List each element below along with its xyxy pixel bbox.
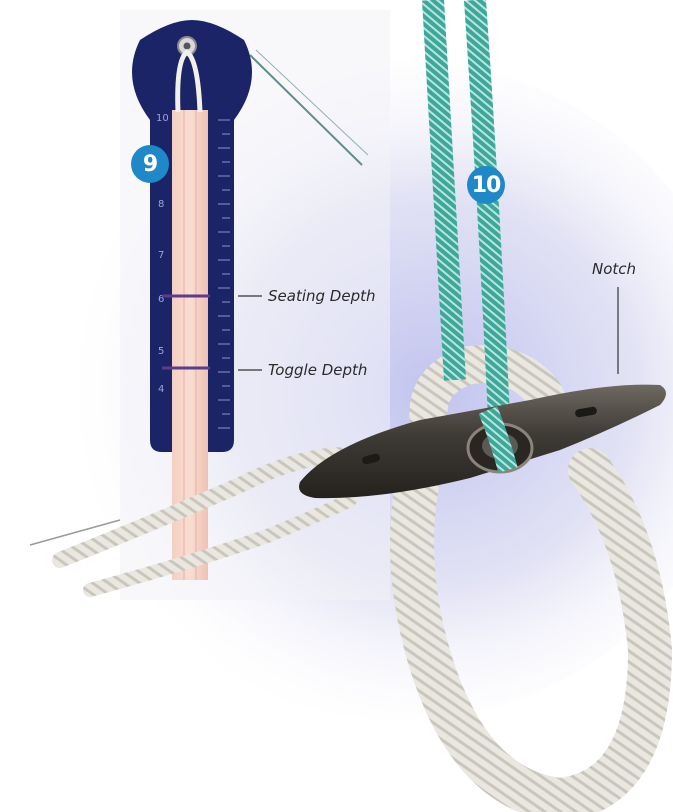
- notch-label: Notch: [592, 260, 636, 278]
- scale-label: 8: [158, 199, 164, 210]
- toggle-depth-label: Toggle Depth: [268, 361, 367, 379]
- scale-label: 7: [158, 250, 164, 261]
- scale-label: 5: [158, 346, 164, 357]
- step-9-badge: 9: [131, 145, 169, 183]
- scale-label: 10: [156, 113, 169, 124]
- seating-depth-label: Seating Depth: [268, 287, 375, 305]
- step-10-badge: 10: [467, 166, 505, 204]
- step-9-number: 9: [143, 152, 157, 177]
- scale-label: 4: [158, 384, 164, 395]
- step-10-number: 10: [472, 173, 501, 198]
